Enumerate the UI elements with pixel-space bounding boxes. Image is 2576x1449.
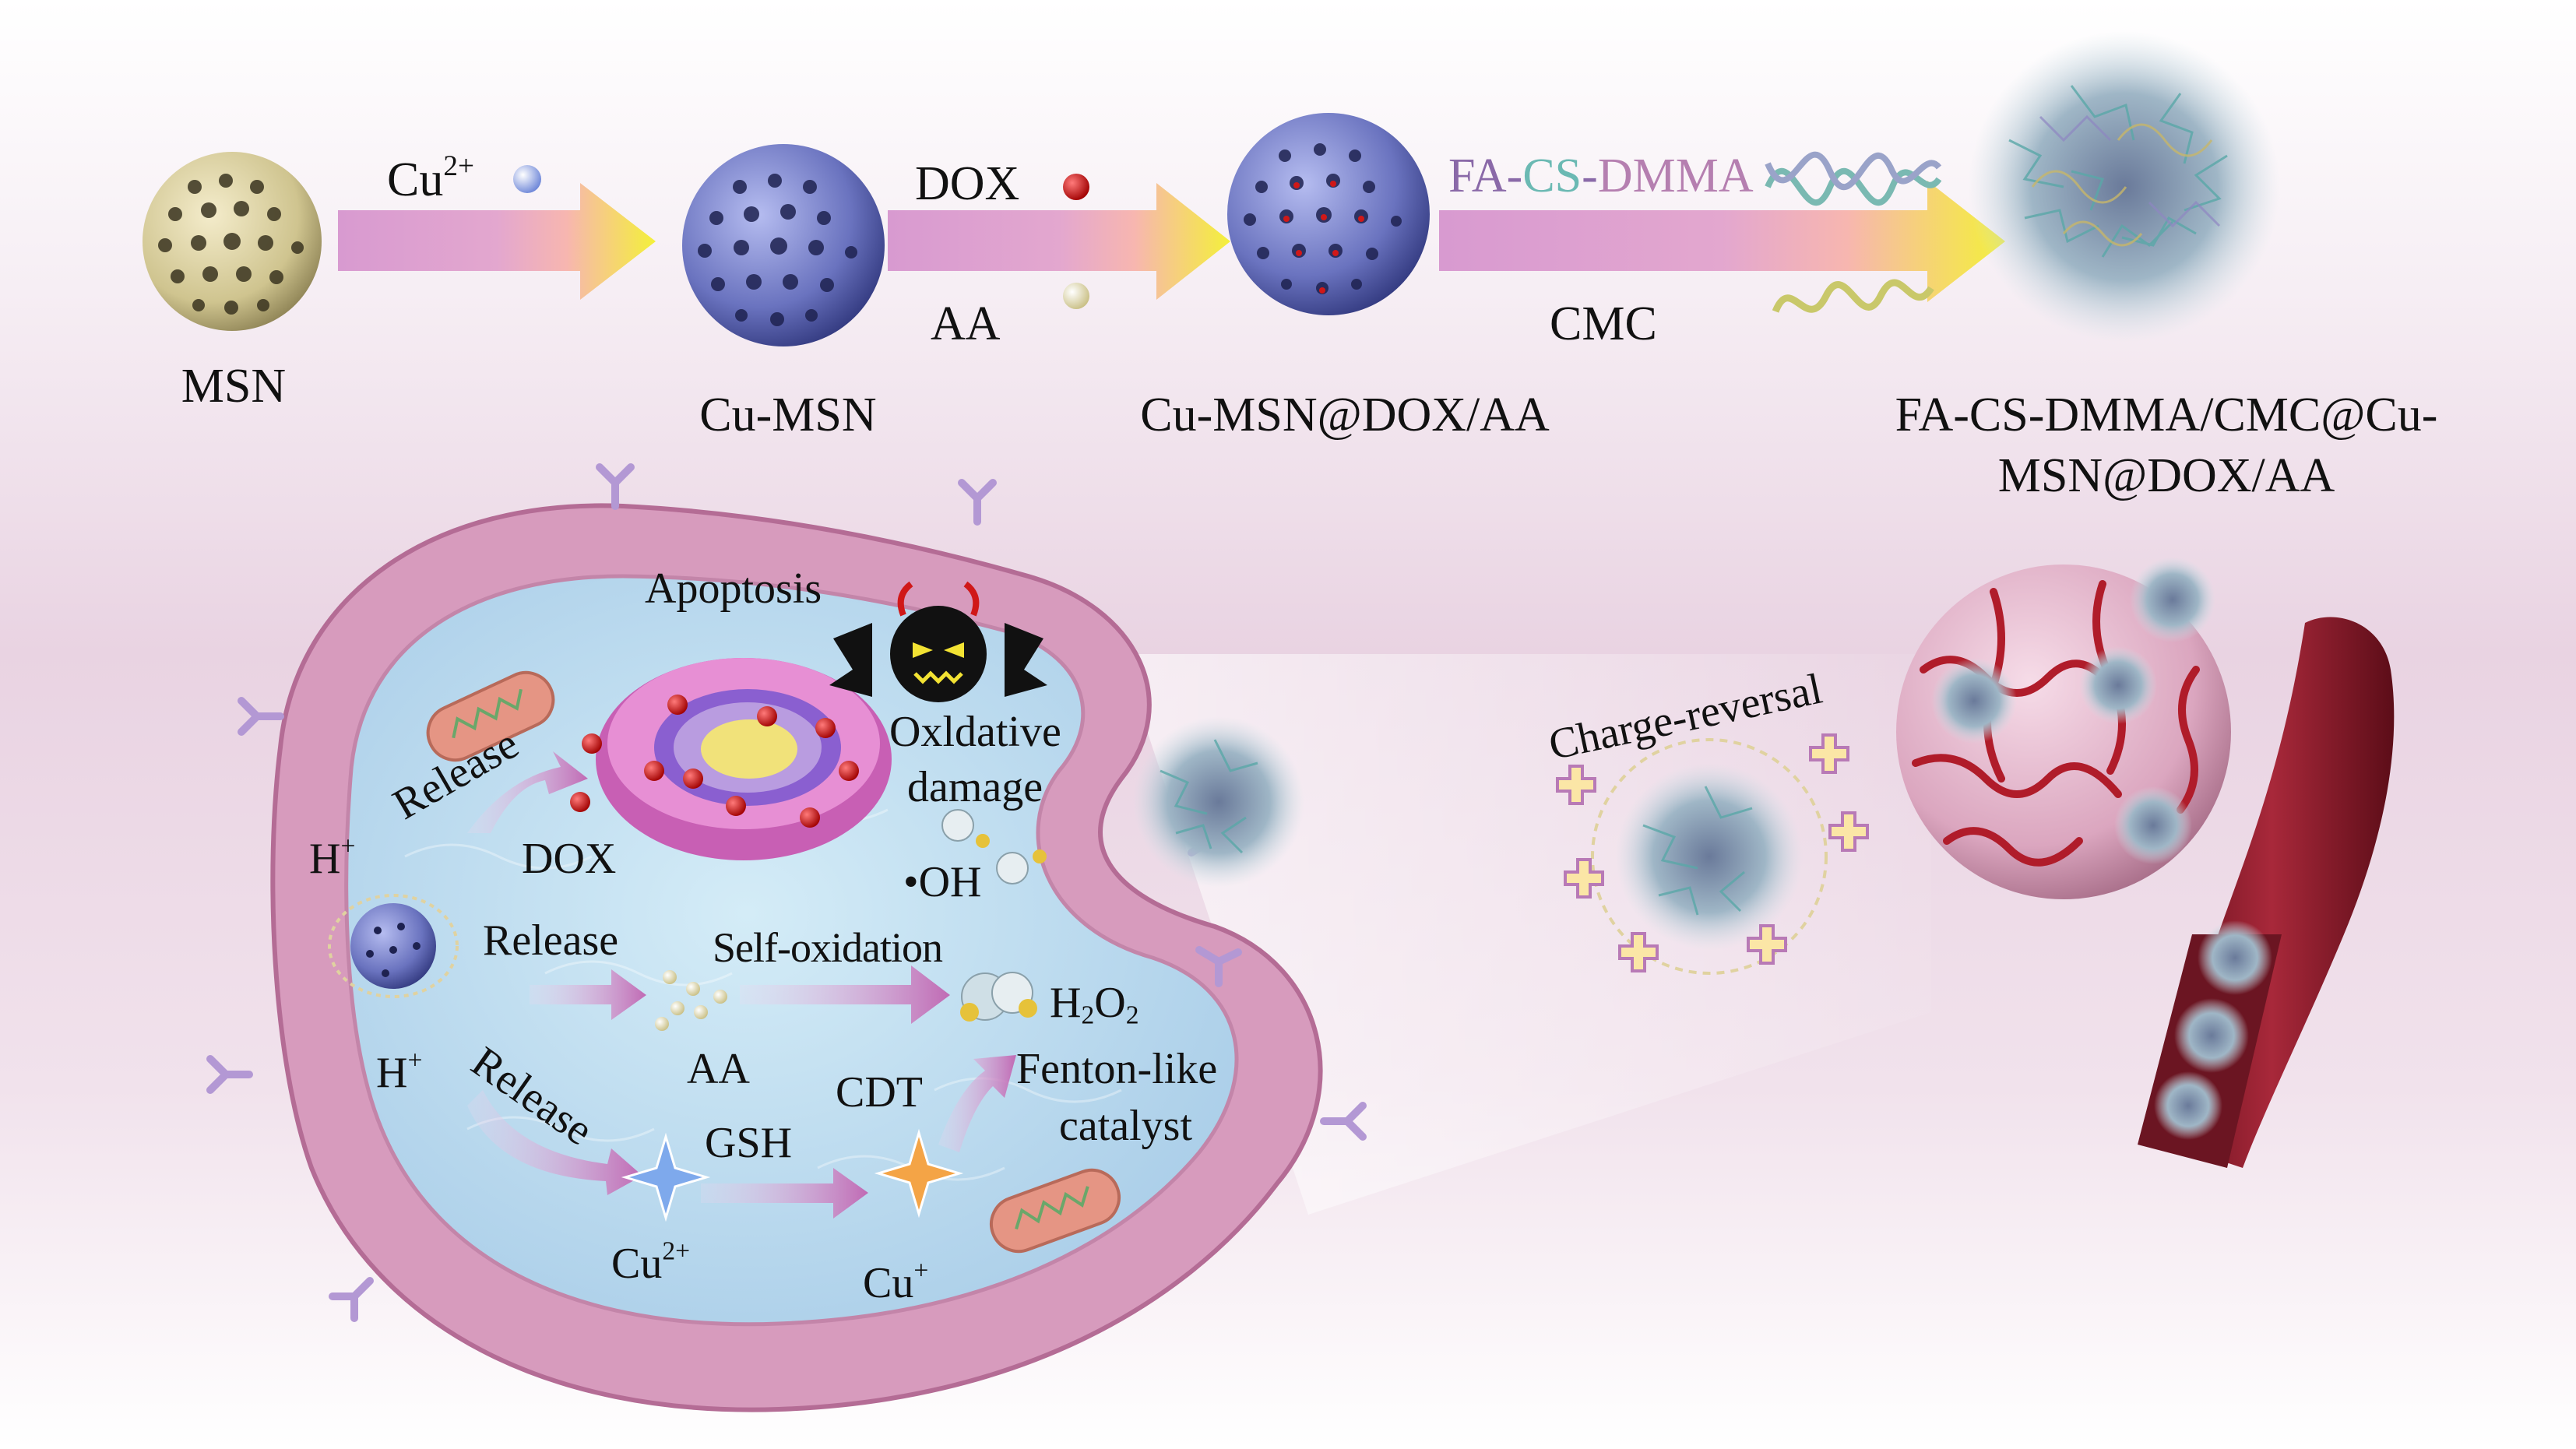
final-nanoparticle [1969,31,2280,343]
label-h2o2: H2O2 [1050,979,1139,1030]
label-apoptosis: Apoptosis [645,564,822,613]
arrow-cu [338,183,656,300]
arrow3-label-polymer: FA-CS-DMMA [1448,149,1754,202]
label-fenton-line1: Fenton-like [1016,1045,1218,1093]
label-oxidative-line2: damage [907,763,1043,811]
cu1-star [874,1128,964,1219]
label-hydroxyl: •OH [903,858,982,906]
aa-bead [1063,283,1089,309]
arrow-fa-cs-dmma [1439,181,2005,302]
positive-charge-icons [1556,733,1869,972]
label-final-line2: MSN@DOX/AA [1997,449,2335,502]
label-gsh: GSH [705,1119,793,1167]
h2o2-molecule [960,972,1037,1022]
label-cdt: CDT [836,1068,923,1117]
cu-msn-dox-aa-particle [1227,113,1430,315]
cu-ion-bead [513,165,541,193]
arrow2-label-dox: DOX [915,157,1020,210]
label-fenton-line2: catalyst [1059,1102,1193,1150]
internal-arrows [467,751,1016,1219]
label-msn: MSN [181,360,287,413]
arrow3-label-cmc: CMC [1550,297,1657,350]
label-aa: AA [687,1045,750,1093]
label-dox: DOX [522,835,617,883]
nucleus-organelle [570,658,892,860]
charge-reversal-particle [1591,738,1828,975]
label-oxidative-line1: Oxldative [889,708,1061,756]
blood-vessel [2138,617,2395,1168]
msn-particle [143,152,322,331]
label-final-line1: FA-CS-DMMA/CMC@Cu- [1895,389,2438,441]
mitochondrion-top [426,670,555,762]
label-h-plus-2: H+ [376,1046,423,1097]
arrow2-label-aa: AA [931,297,1001,350]
label-cu-msn: Cu-MSN [699,389,877,441]
devil-icon [829,581,1047,702]
fa-cs-dmma-polymer [1765,151,1942,206]
mitochondrion-bottom [990,1168,1121,1254]
cmc-polymer [1772,279,1934,313]
hydroxyl-molecules [941,809,1047,885]
label-h-plus-1: H+ [309,832,356,883]
label-cu1-ion: Cu+ [863,1256,929,1307]
extracellular-nanoparticle [1133,716,1304,888]
label-release-2: Release [483,916,619,965]
label-cu2-ion: Cu2+ [611,1236,691,1288]
label-cu-msn-dox-aa: Cu-MSN@DOX/AA [1140,389,1550,441]
arrow1-label: Cu2+ [387,149,474,206]
dox-bead [1063,174,1089,200]
tumor-mass [1896,557,2231,899]
cu2-star [621,1132,711,1222]
aa-beads [655,970,727,1031]
cell-nanoparticle [328,894,459,998]
cu-msn-particle [682,144,885,346]
arrow-dox-aa [888,183,1230,300]
label-self-oxidation: Self-oxidation [713,924,943,971]
